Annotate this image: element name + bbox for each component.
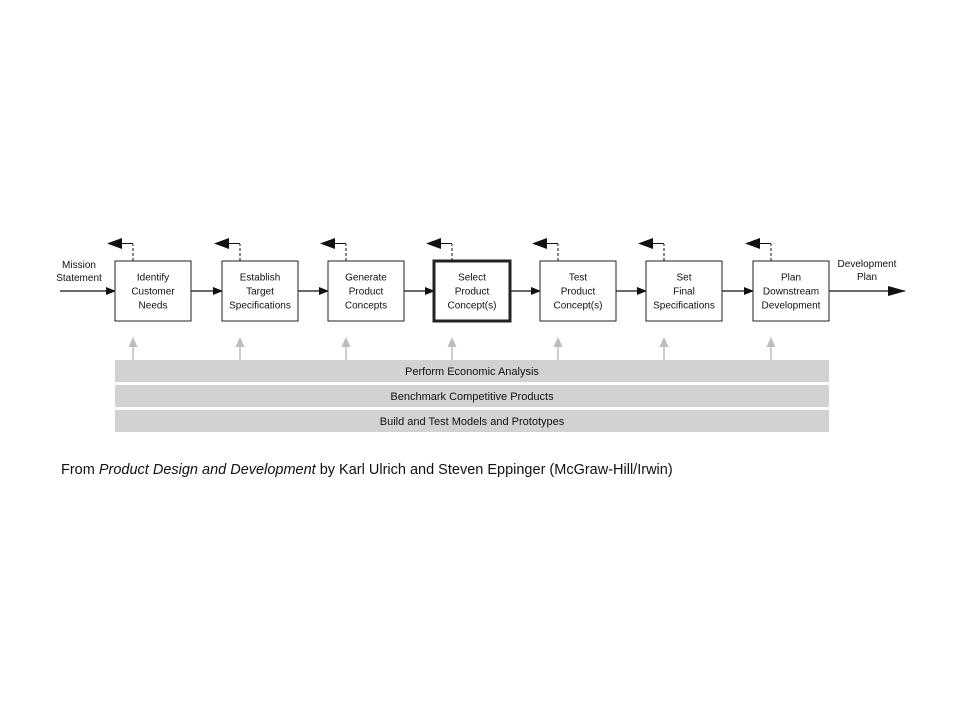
step-label-line: Test	[569, 273, 588, 284]
support-arrowhead	[766, 337, 776, 347]
step-label-line: Target	[246, 287, 274, 298]
feedback-arrow-plan	[745, 238, 772, 261]
step-label-line: Specifications	[229, 301, 291, 312]
step-label-line: Plan	[781, 273, 801, 284]
feedback-arrowhead	[745, 238, 760, 249]
support-band-rect	[115, 360, 829, 382]
input-label-line: Statement	[56, 273, 102, 284]
step-label-line: Select	[458, 273, 486, 284]
support-band-2: Build and Test Models and Prototypes	[115, 410, 829, 432]
caption-suffix: by Karl Ulrich and Steven Eppinger (McGr…	[315, 462, 673, 478]
step-label-line: Downstream	[763, 287, 819, 298]
step-box	[752, 260, 830, 322]
step-label-line: Product	[455, 287, 490, 298]
support-arrow-select	[447, 337, 457, 360]
feedback-arrows	[107, 238, 772, 261]
step-label-line: Product	[349, 287, 384, 298]
support-arrowhead	[659, 337, 669, 347]
output-label-line: Development	[838, 259, 897, 270]
step-box	[645, 260, 723, 322]
support-band-rect	[115, 385, 829, 407]
feedback-arrowhead	[638, 238, 653, 249]
feedback-arrowhead	[214, 238, 229, 249]
step-box	[327, 260, 405, 322]
source-caption: From Product Design and Development by K…	[61, 462, 673, 478]
step-label-line: Customer	[131, 287, 175, 298]
support-arrowhead	[341, 337, 351, 347]
support-band-label: Perform Economic Analysis	[405, 366, 539, 378]
support-band-0: Perform Economic Analysis	[115, 360, 829, 382]
support-arrowhead	[447, 337, 457, 347]
step-label-line: Concepts	[345, 301, 387, 312]
support-arrowhead	[553, 337, 563, 347]
feedback-arrow-identify	[107, 238, 134, 261]
feedback-arrowhead	[426, 238, 441, 249]
step-label-line: Needs	[139, 301, 168, 312]
step-label-line: Concept(s)	[554, 301, 603, 312]
step-label-line: Set	[676, 273, 691, 284]
output-label-line: Plan	[857, 272, 877, 283]
step-label-line: Specifications	[653, 301, 715, 312]
support-band-1: Benchmark Competitive Products	[115, 385, 829, 407]
caption-book-title: Product Design and Development	[98, 462, 316, 478]
step-box	[539, 260, 617, 322]
support-arrow-identify	[128, 337, 138, 360]
feedback-arrow-select	[426, 238, 453, 261]
step-label-line: Development	[762, 301, 821, 312]
step-label-line: Establish	[240, 273, 281, 284]
feedback-arrow-set	[638, 238, 665, 261]
step-box-highlighted	[432, 259, 512, 323]
feedback-arrowhead	[532, 238, 547, 249]
feedback-arrowhead	[320, 238, 335, 249]
support-arrows	[128, 337, 776, 360]
step-label-line: Identify	[137, 273, 169, 284]
support-arrow-establish	[235, 337, 245, 360]
feedback-arrow-generate	[320, 238, 347, 261]
step-label-line: Generate	[345, 273, 387, 284]
feedback-arrow-test	[532, 238, 559, 261]
support-arrow-generate	[341, 337, 351, 360]
step-label-line: Final	[673, 287, 695, 298]
support-arrow-test	[553, 337, 563, 360]
support-band-rect	[115, 410, 829, 432]
step-label-line: Concept(s)	[448, 301, 497, 312]
step-box	[114, 260, 192, 322]
support-arrowhead	[128, 337, 138, 347]
feedback-arrowhead	[107, 238, 122, 249]
caption-prefix: From	[61, 462, 99, 478]
support-arrowhead	[235, 337, 245, 347]
support-band-label: Benchmark Competitive Products	[390, 391, 554, 403]
step-label-line: Product	[561, 287, 596, 298]
support-arrow-plan	[766, 337, 776, 360]
feedback-arrow-establish	[214, 238, 241, 261]
support-arrow-set	[659, 337, 669, 360]
step-box	[221, 260, 299, 322]
support-band-label: Build and Test Models and Prototypes	[380, 416, 565, 428]
input-label-line: Mission	[62, 260, 96, 271]
